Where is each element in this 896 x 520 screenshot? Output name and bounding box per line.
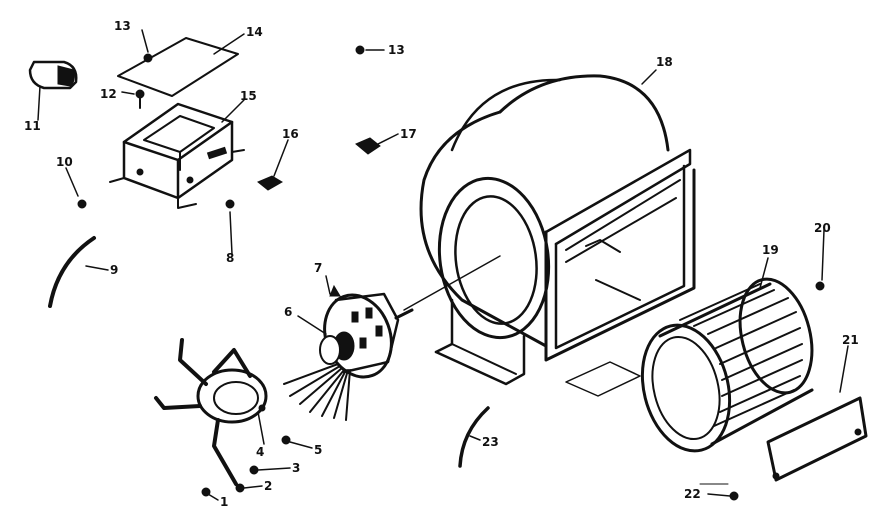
part-23-arc [458, 406, 490, 468]
part-13-screw-mid [355, 45, 365, 55]
part-2-screw [235, 483, 245, 493]
blower-wheel-blades [679, 283, 803, 427]
callout-8: 8 [226, 251, 234, 265]
callout-19: 19 [762, 243, 779, 257]
part-5-screw [281, 435, 291, 445]
part-16-connector [257, 175, 283, 191]
part-8-screw [225, 199, 235, 209]
callout-1: 1 [220, 495, 228, 509]
part-10-screw [77, 199, 87, 209]
callout-13-top: 13 [114, 19, 131, 33]
part-21-panel [766, 396, 868, 482]
callout-18: 18 [656, 55, 673, 69]
callout-20: 20 [814, 221, 831, 235]
callout-13-mid: 13 [388, 43, 405, 57]
part-15-junction-box [109, 102, 245, 209]
part-4-motor-mount [154, 338, 268, 486]
callout-12: 12 [100, 87, 117, 101]
part-19-blower-wheel [640, 277, 814, 453]
leader-lines [37, 29, 849, 501]
part-11-pad [28, 60, 78, 90]
part-13-screw-top-left [143, 53, 153, 63]
callout-6: 6 [284, 305, 292, 319]
part-9-arc [48, 236, 96, 308]
callout-16: 16 [282, 127, 299, 141]
part-6-motor [319, 284, 414, 379]
part-3-screw [249, 465, 259, 475]
part-22-screw [729, 491, 739, 501]
callout-7: 7 [314, 261, 322, 275]
callout-labels: 13 14 12 15 11 16 10 8 9 13 17 18 7 6 4 … [24, 19, 859, 509]
callout-11: 11 [24, 119, 41, 133]
callout-17: 17 [400, 127, 417, 141]
part-18-blower-housing [419, 74, 696, 397]
callout-14: 14 [246, 25, 263, 39]
part-12-screw [135, 89, 145, 109]
callout-15: 15 [240, 89, 257, 103]
callout-3: 3 [292, 461, 300, 475]
callout-10: 10 [56, 155, 73, 169]
callout-5: 5 [314, 443, 322, 457]
part-14-cover-plate [117, 37, 239, 97]
callout-23: 23 [482, 435, 499, 449]
callout-4: 4 [256, 445, 264, 459]
callout-2: 2 [264, 479, 272, 493]
motor-lead-wires [283, 363, 351, 421]
callout-9: 9 [110, 263, 118, 277]
callout-22: 22 [684, 487, 701, 501]
part-20-screw [815, 281, 825, 291]
motor-shaft-line [403, 255, 501, 311]
callout-21: 21 [842, 333, 859, 347]
part-17-clip [355, 137, 381, 155]
